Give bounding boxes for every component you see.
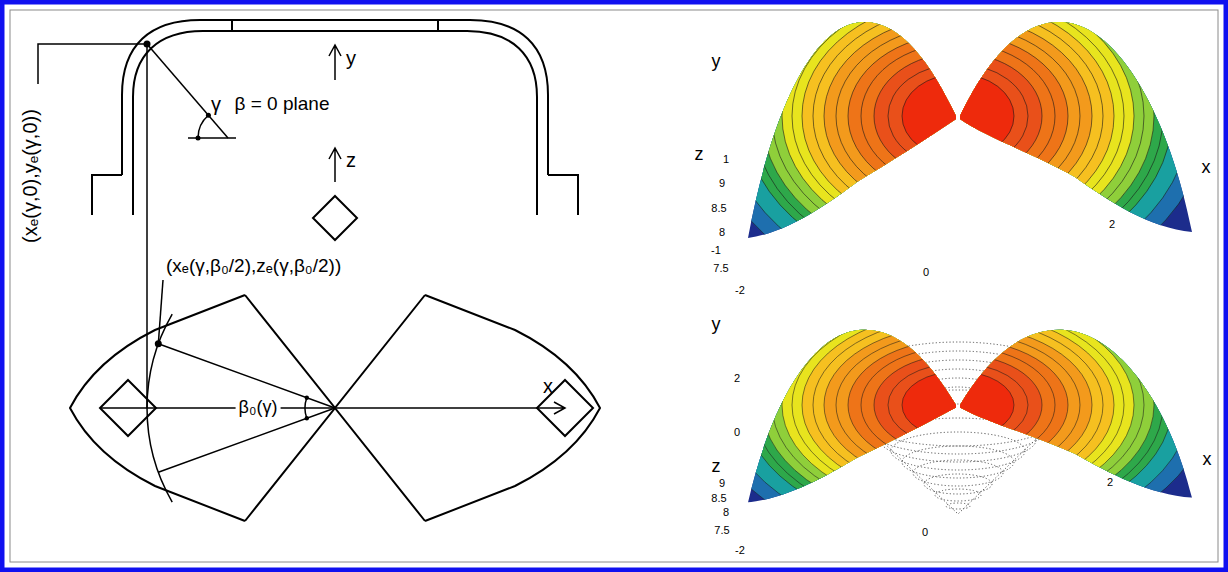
angle-label: β₀(γ) [236,398,281,418]
point-label: (xₑ(γ,0),yₑ(γ,0)) [19,109,41,243]
tick-label: -1 [711,244,721,256]
tick-label: -2 [735,544,745,556]
construction-lines [146,44,148,408]
tick-label: 8.5 [711,202,726,214]
tick-label: 0 [734,426,740,438]
tick-label: 8.5 [711,492,726,504]
axis-arrows [329,45,341,80]
axis-label: y [712,315,721,335]
plan-construction [147,314,172,502]
plan-construction [100,402,565,414]
tick-label: 1 [723,153,729,165]
plan-view [70,295,600,521]
arch-section [92,175,122,215]
tick-label: 0 [923,266,929,278]
plan-construction [158,280,163,344]
marker-dots [196,136,201,141]
plan-dots [305,416,309,420]
section-diamond [313,196,357,240]
tick-label: 9 [719,477,725,489]
arch-section [92,20,578,215]
surface-plot-top [668,0,1228,333]
plan-dots [155,340,162,347]
axis-label: y [712,52,721,72]
axis-label: y [346,47,356,69]
tick-label: 2 [1109,218,1115,230]
axis-arrows [329,148,341,182]
surface-plot-top [668,0,1228,333]
surface-plot-top [668,0,1228,333]
wireframe-cone [913,460,1003,486]
axis-label: z [346,149,356,171]
tick-label: 0 [922,526,928,538]
plan-construction [100,280,565,502]
wireframe-cone [902,446,1014,478]
plane-label: β = 0 plane [235,94,330,115]
construction-lines [38,44,147,84]
axis-label: x [543,375,553,397]
marker-dots [206,113,211,118]
wireframe-cone [891,432,1025,470]
surface-plot-bottom [668,231,1228,572]
surface-plot-top [668,0,1228,333]
surface-plot-bottom [668,231,1228,572]
construction-lines [198,115,208,138]
marker-dots [144,41,151,48]
surface-plot-bottom [668,231,1228,572]
tick-label: 8 [723,506,729,518]
axis-arrows [329,45,341,182]
plan-construction [305,398,307,419]
axis-label: x [1203,450,1212,470]
construction-lines [38,44,236,408]
tick-label: 7.5 [714,524,729,536]
arch-section [232,20,438,31]
surface-plot-bottom [668,231,1228,572]
axis-label: z [695,145,704,165]
tick-label: 2 [1107,476,1113,488]
tick-label: 9 [719,177,725,189]
marker-dots [144,41,211,141]
surface-plot-bottom [668,231,1228,572]
tick-label: 2 [734,372,740,384]
arch-section [548,175,578,215]
axis-label: z [712,457,721,477]
surface-plot-top [668,0,1228,333]
construction-lines [147,44,228,138]
tick-label: 7.5 [713,262,728,274]
construction-lines [188,137,236,139]
arch-section [133,31,537,215]
tick-label: -2 [735,284,745,296]
plan-construction [158,344,335,473]
plan-dots [155,340,309,420]
point-label: (xₑ(γ,β₀/2),zₑ(γ,β₀/2)) [166,256,341,277]
tick-label: 8 [719,226,725,238]
angle-label: γ [211,93,221,115]
plan-dots [305,396,309,400]
axis-label: x [1202,158,1211,178]
